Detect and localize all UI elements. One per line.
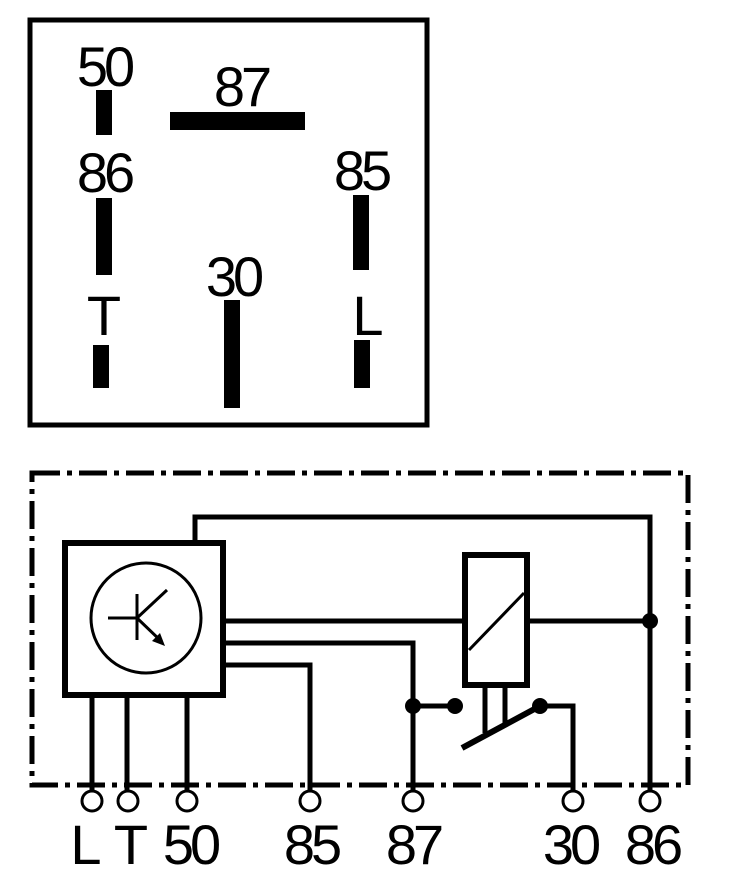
pin-label-86: 86: [77, 141, 133, 204]
pin-50: [96, 90, 112, 135]
terminal-label-l: L: [70, 813, 100, 874]
housing-outline: [29, 470, 691, 788]
pin-l: [354, 340, 370, 388]
pin-85: [353, 195, 369, 270]
pinout-view: 50 87 86 85 30 T L: [27, 17, 430, 428]
pin-30: [224, 300, 240, 408]
pin-87: [170, 112, 305, 130]
terminal-label-30: 30: [543, 813, 599, 874]
pin-label-l: L: [352, 284, 382, 347]
relay-switch-lever: [460, 703, 542, 751]
terminal-label-85: 85: [284, 813, 340, 874]
pinout-frame: [27, 17, 430, 428]
pin-86: [96, 198, 112, 275]
wire-30: [540, 703, 576, 790]
terminal-label-50: 50: [163, 813, 219, 874]
pin-label-87: 87: [214, 55, 270, 118]
transistor-icon: [89, 561, 203, 675]
wire-86: [192, 514, 653, 790]
pin-label-30: 30: [206, 245, 262, 308]
terminal-label-t: T: [114, 813, 147, 874]
wire-85: [223, 662, 313, 790]
terminal-label-86: 86: [625, 813, 681, 874]
junction-dots: [405, 613, 658, 714]
pin-label-50: 50: [77, 35, 133, 98]
pin-label-t: T: [87, 284, 120, 347]
pin-label-85: 85: [334, 139, 390, 202]
schematic-view: L T 50 85 87 30 86: [29, 470, 691, 874]
relay-coil: [462, 552, 530, 733]
pin-t: [93, 345, 109, 388]
wire-87: [223, 640, 416, 790]
terminal-label-87: 87: [386, 813, 442, 874]
terminal-circles: [80, 789, 662, 813]
